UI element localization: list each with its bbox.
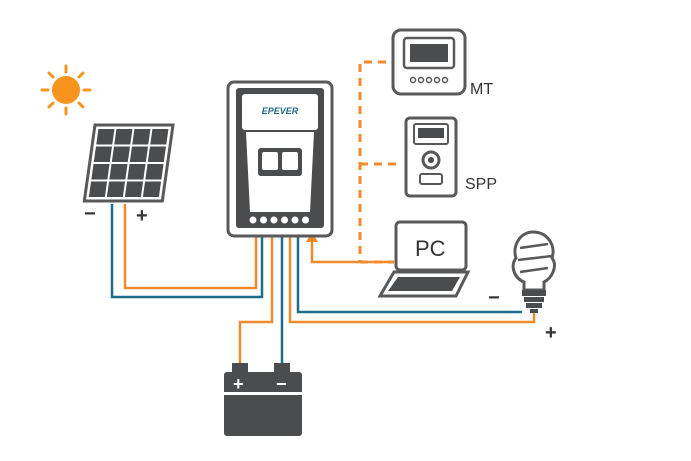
solar-cell bbox=[114, 129, 133, 145]
meter-button bbox=[409, 76, 417, 84]
panel-minus-label: − bbox=[84, 203, 96, 225]
solar-cell bbox=[129, 146, 148, 162]
solar-cell bbox=[132, 129, 151, 145]
solar-cell bbox=[142, 181, 162, 197]
mt-label: MT bbox=[470, 81, 493, 98]
charge-controller-icon: EPEVER bbox=[226, 80, 334, 238]
laptop-icon bbox=[377, 220, 471, 298]
solar-cell bbox=[127, 164, 146, 180]
solar-cell bbox=[147, 146, 166, 162]
load-positive-wire bbox=[288, 236, 536, 324]
meter-button bbox=[425, 76, 433, 84]
brand-logo: EPEVER bbox=[262, 106, 299, 116]
sun-icon bbox=[40, 64, 92, 116]
meter-button bbox=[441, 76, 449, 84]
solar-cell bbox=[93, 146, 112, 162]
solar-cell bbox=[106, 181, 126, 197]
terminal-screw bbox=[249, 216, 257, 224]
terminal-screw bbox=[281, 216, 288, 224]
comm-dashed-bus bbox=[358, 60, 386, 262]
solar-cell bbox=[88, 181, 108, 197]
load-minus-label: − bbox=[488, 287, 500, 309]
panel-negative-wire bbox=[110, 204, 264, 299]
solar-panel-icon bbox=[82, 123, 175, 203]
light-bulb-icon bbox=[511, 230, 556, 313]
load-negative-wire bbox=[296, 236, 522, 314]
spp-label: SPP bbox=[465, 176, 497, 193]
load-plus-label: + bbox=[545, 322, 557, 344]
terminal-screw bbox=[260, 216, 267, 224]
solar-cell bbox=[111, 146, 130, 162]
solar-cell bbox=[96, 129, 115, 145]
panel-plus-label: + bbox=[136, 205, 148, 227]
terminal-screw bbox=[270, 216, 278, 224]
pc-label: PC bbox=[415, 236, 446, 261]
panel-positive-wire bbox=[123, 204, 258, 290]
solar-cell bbox=[150, 129, 169, 145]
terminal-screw bbox=[302, 216, 309, 224]
remote-meter-icon bbox=[391, 28, 467, 96]
battery-minus-label: − bbox=[276, 374, 287, 394]
battery-icon bbox=[224, 363, 302, 436]
spp-device-icon bbox=[404, 116, 458, 198]
solar-cell bbox=[124, 181, 144, 197]
solar-cell bbox=[109, 164, 128, 180]
pc-comm-line bbox=[310, 240, 390, 264]
battery-positive-wire bbox=[238, 236, 274, 365]
solar-cell bbox=[145, 164, 164, 180]
battery-plus-label: + bbox=[233, 374, 244, 394]
meter-button bbox=[417, 76, 425, 84]
meter-button bbox=[433, 76, 441, 84]
terminal-screw bbox=[291, 216, 299, 224]
solar-cell bbox=[91, 164, 110, 180]
